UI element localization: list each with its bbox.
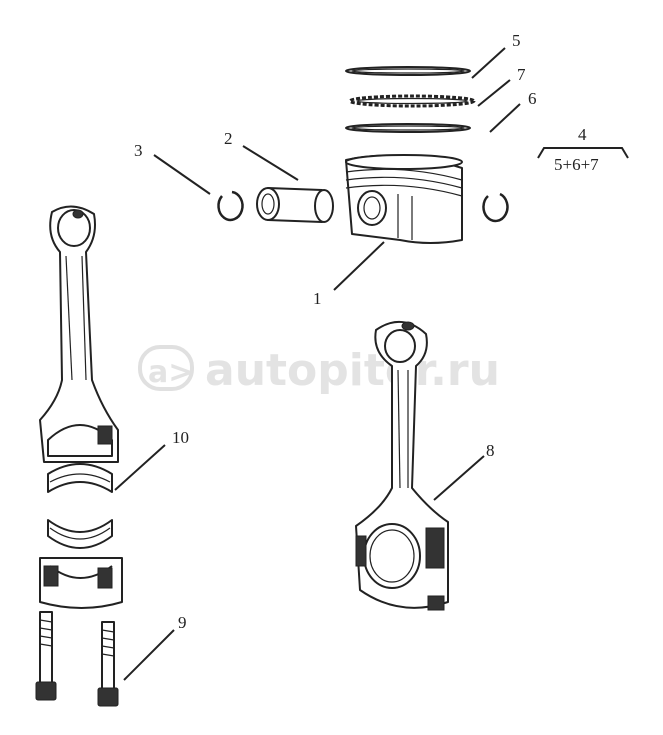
piston-ring-6 bbox=[345, 123, 471, 133]
bearing-shell-lower bbox=[47, 519, 113, 549]
leader-6 bbox=[489, 103, 521, 133]
leader-2 bbox=[242, 145, 299, 181]
piston-ring-5 bbox=[345, 66, 471, 76]
callout-1: 1 bbox=[313, 289, 322, 308]
watermark-text: autopiter.ru bbox=[205, 345, 500, 396]
connecting-rod-cap bbox=[39, 557, 123, 609]
rod-bolt-left bbox=[35, 611, 57, 701]
callout-8: 8 bbox=[486, 441, 495, 460]
leader-5 bbox=[471, 47, 506, 79]
callout-7: 7 bbox=[517, 65, 526, 84]
leader-4-bracket bbox=[537, 147, 629, 159]
callout-3: 3 bbox=[134, 141, 143, 160]
connecting-rod-assembly bbox=[355, 321, 449, 611]
leader-lines bbox=[114, 47, 629, 681]
callout-5: 5 bbox=[512, 31, 521, 50]
leader-8 bbox=[433, 455, 485, 501]
callout-9: 9 bbox=[178, 613, 187, 632]
piston-pin bbox=[256, 187, 334, 223]
watermark: a> autopiter.ru bbox=[138, 345, 500, 396]
callout-4-sub: 5+6+7 bbox=[554, 155, 599, 174]
watermark-logo bbox=[138, 345, 194, 391]
bearing-shell-upper bbox=[47, 463, 113, 493]
leader-7 bbox=[477, 79, 511, 107]
connecting-rod-left bbox=[39, 205, 119, 463]
leader-1 bbox=[333, 241, 385, 291]
callout-2: 2 bbox=[224, 129, 233, 148]
piston-ring-7 bbox=[348, 94, 476, 108]
circlip-left bbox=[217, 190, 244, 222]
rod-bolt-right bbox=[97, 621, 119, 707]
callout-6: 6 bbox=[528, 89, 537, 108]
callout-10: 10 bbox=[172, 428, 189, 447]
leader-10 bbox=[114, 444, 166, 491]
watermark-logo-glyph: a> bbox=[148, 355, 193, 390]
leader-9 bbox=[123, 629, 175, 681]
callout-labels: 1 2 3 4 5+6+7 5 6 7 8 9 10 bbox=[134, 31, 599, 632]
piston bbox=[345, 154, 463, 244]
leader-3 bbox=[153, 154, 211, 195]
circlip-right bbox=[482, 192, 509, 223]
callout-4: 4 bbox=[578, 125, 587, 144]
